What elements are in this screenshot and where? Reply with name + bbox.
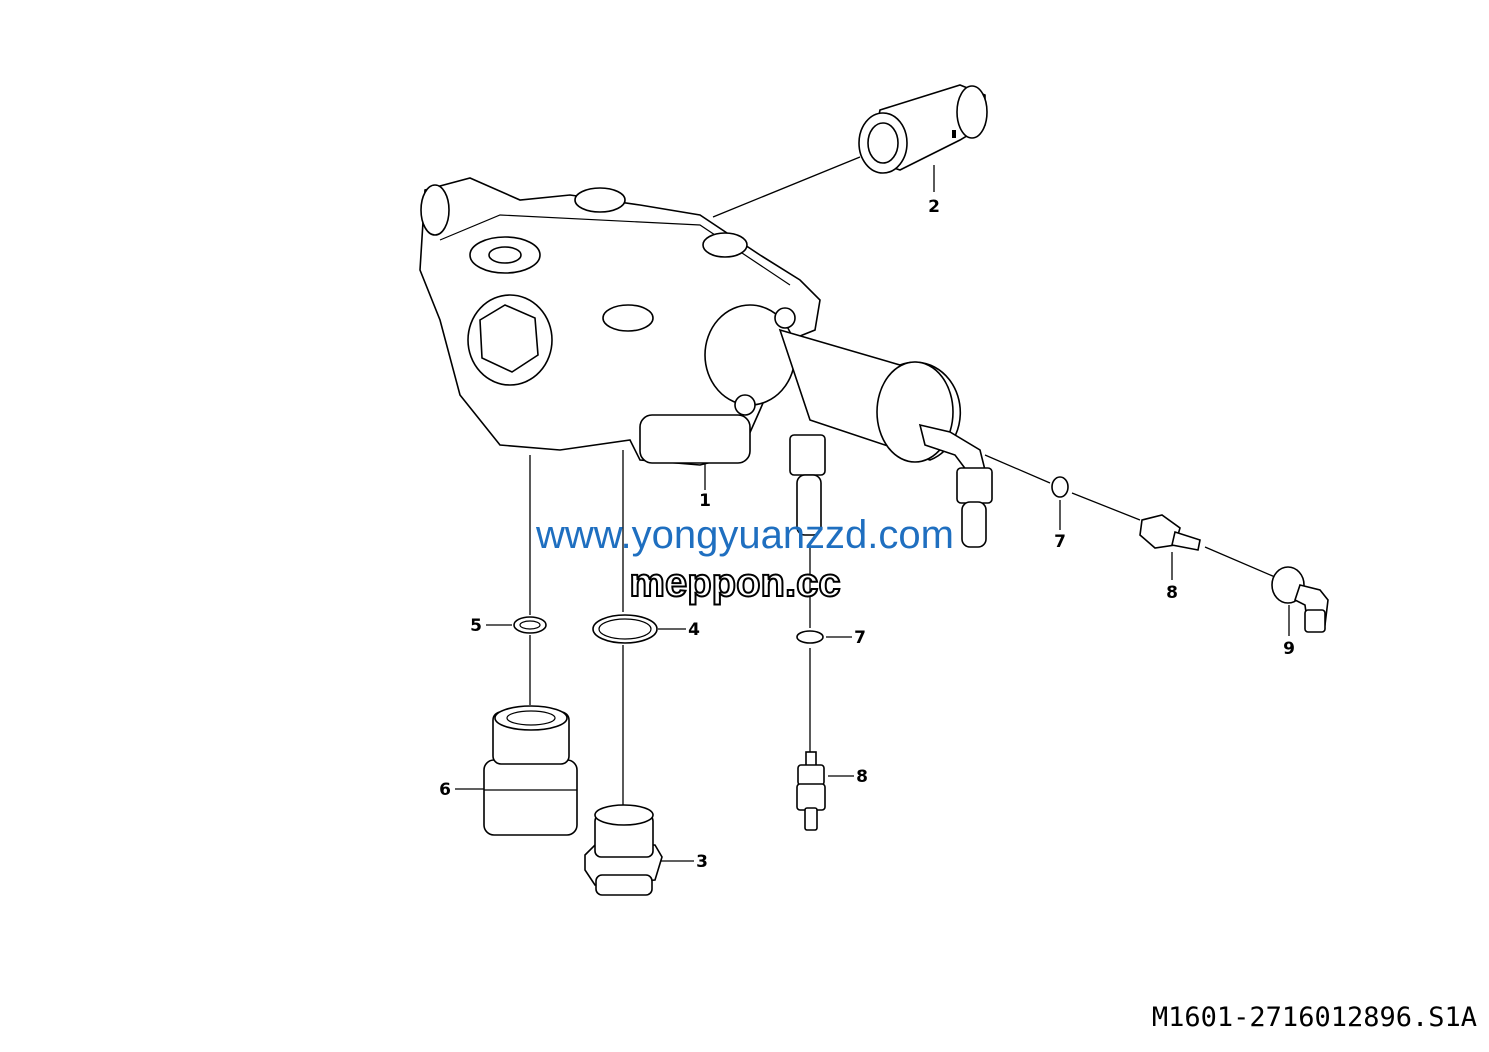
- callout-3: 3: [696, 852, 708, 872]
- valve-body: [419, 177, 993, 548]
- url-watermark: www.yongyuanzzd.com: [535, 513, 954, 557]
- callout-2: 2: [928, 197, 940, 217]
- callout-1: 1: [699, 491, 711, 511]
- seal-ring-lower: [796, 630, 824, 644]
- seal-ring-right: [1051, 476, 1069, 498]
- callout-9: 9: [1283, 639, 1295, 659]
- o-ring-large: [592, 614, 658, 644]
- adapter-fitting: [584, 804, 663, 896]
- callout-7-right: 7: [1054, 532, 1066, 552]
- callout-6: 6: [439, 780, 451, 800]
- callout-4: 4: [688, 620, 700, 640]
- callout-7-lower: 7: [854, 628, 866, 648]
- brand-watermark: meppon.cc: [629, 561, 840, 605]
- elbow-fitting: [1271, 566, 1329, 633]
- callout-8-lower: 8: [856, 767, 868, 787]
- leader-lines: [455, 156, 1290, 862]
- drawing-code: M1601-2716012896.S1A: [1152, 1002, 1477, 1033]
- callout-8-right: 8: [1166, 583, 1178, 603]
- nipple-lower: [796, 751, 826, 831]
- pressure-sensor: [858, 84, 988, 174]
- o-ring-small: [513, 616, 547, 634]
- nipple-right: [1139, 514, 1201, 551]
- hex-adapter: [483, 705, 578, 836]
- callout-5: 5: [470, 616, 482, 636]
